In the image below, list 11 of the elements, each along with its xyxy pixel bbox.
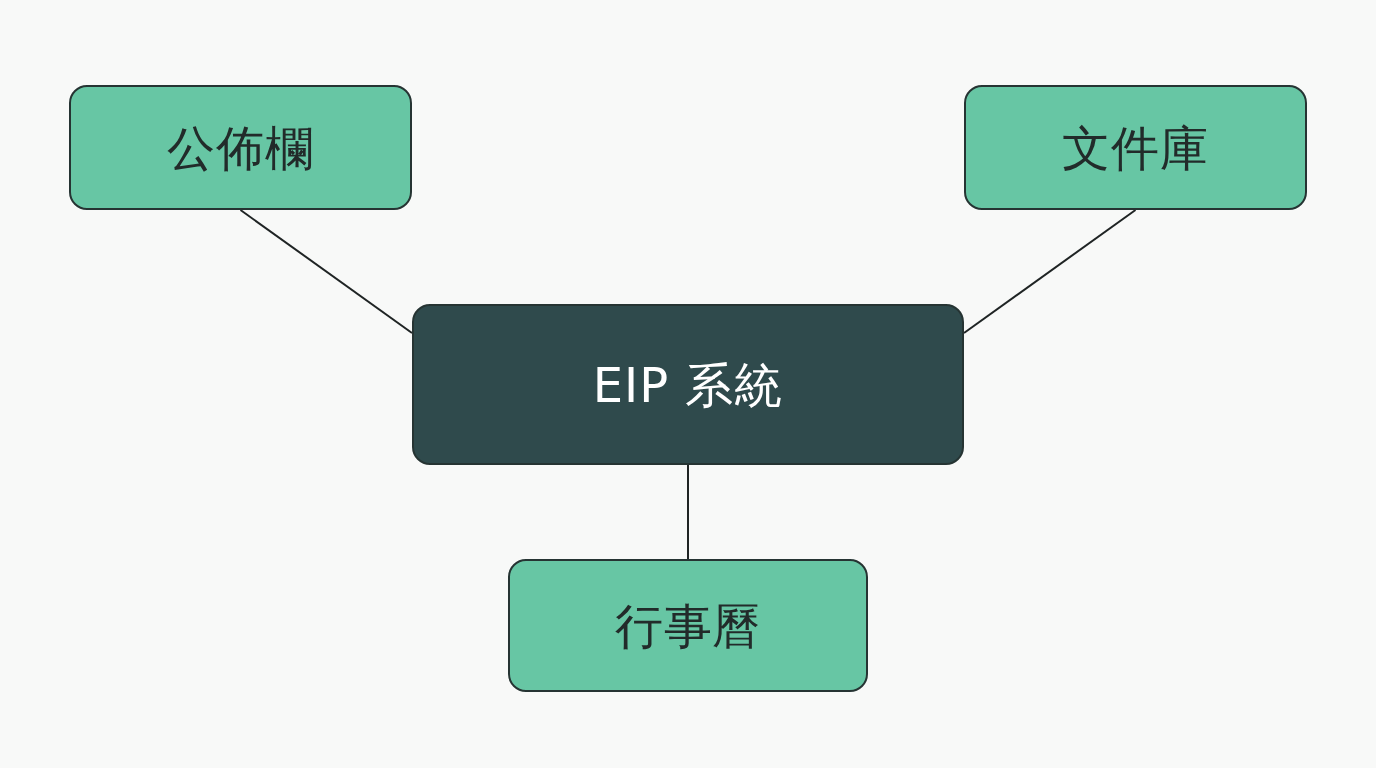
box-label: 行事曆 [614, 601, 762, 650]
topic-box [964, 85, 1307, 210]
box-label: 公佈欄 [167, 123, 314, 172]
connector-line [239, 209, 413, 334]
topic-box [69, 85, 412, 210]
topic-box [508, 559, 868, 692]
connector-line [687, 464, 689, 560]
box-label: 文件庫 [1062, 123, 1209, 172]
connector-line [963, 209, 1137, 334]
central-box [412, 304, 964, 465]
box-label: EIP 系統 [592, 360, 784, 409]
